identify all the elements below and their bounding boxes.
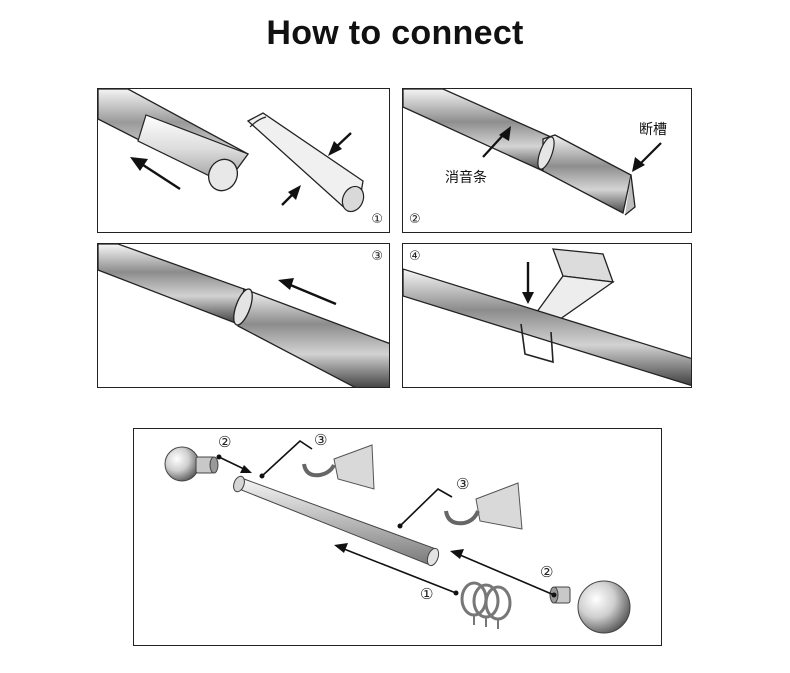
silencer-strip	[246, 112, 365, 213]
finial-right	[549, 580, 631, 634]
rod-right	[233, 288, 389, 387]
arrow-silencer	[482, 126, 511, 158]
rod	[403, 268, 691, 387]
slot-label: 断槽	[639, 122, 667, 138]
step-number: ②	[409, 212, 421, 227]
step3-illustration	[98, 244, 389, 387]
leader-step3-right	[397, 488, 453, 529]
step-panel-1: ①	[97, 88, 390, 233]
inner-tube	[537, 134, 636, 216]
assembly-panel: ② ③ ③ ② ①	[133, 428, 662, 646]
arrow-step2-left	[216, 454, 252, 473]
arrow-push-left	[278, 278, 337, 306]
bracket	[529, 248, 615, 325]
step2-illustration	[403, 89, 662, 216]
rod-left	[98, 244, 245, 325]
curtain-rod	[233, 475, 440, 567]
bracket-right	[444, 482, 523, 530]
bracket-left	[302, 444, 375, 490]
arrow-in-bottom	[281, 185, 301, 206]
arrow-slot	[632, 142, 662, 172]
leader-step3-left	[259, 439, 313, 479]
finial-left	[164, 446, 219, 482]
step-panel-2: 断槽 消音条 ②	[402, 88, 692, 233]
assembly-step-label: ②	[218, 433, 232, 451]
step-number: ④	[409, 249, 421, 264]
outer-tube	[98, 89, 249, 192]
step-panel-3: ③	[97, 243, 390, 388]
arrow-step2-right	[450, 549, 557, 598]
assembly-step-label: ①	[420, 585, 434, 603]
arrow-left	[130, 157, 181, 191]
step4-illustration	[403, 248, 691, 387]
step1-illustration	[98, 89, 365, 213]
page-title: How to connect	[266, 14, 524, 52]
outer-tube	[403, 89, 552, 172]
silencer-label: 消音条	[445, 170, 487, 186]
arrow-step1-rings	[334, 543, 459, 596]
step-number: ①	[371, 212, 383, 227]
step-panel-4: ④	[402, 243, 692, 388]
assembly-step-label: ②	[540, 563, 554, 581]
arrow-in-top	[328, 132, 352, 156]
arrow-down	[522, 262, 534, 304]
assembly-illustration	[164, 439, 631, 634]
assembly-step-label: ③	[314, 431, 328, 449]
curtain-rings	[460, 581, 512, 629]
bracket-hook	[520, 323, 554, 364]
step-number: ③	[371, 249, 383, 264]
assembly-step-label: ③	[456, 475, 470, 493]
